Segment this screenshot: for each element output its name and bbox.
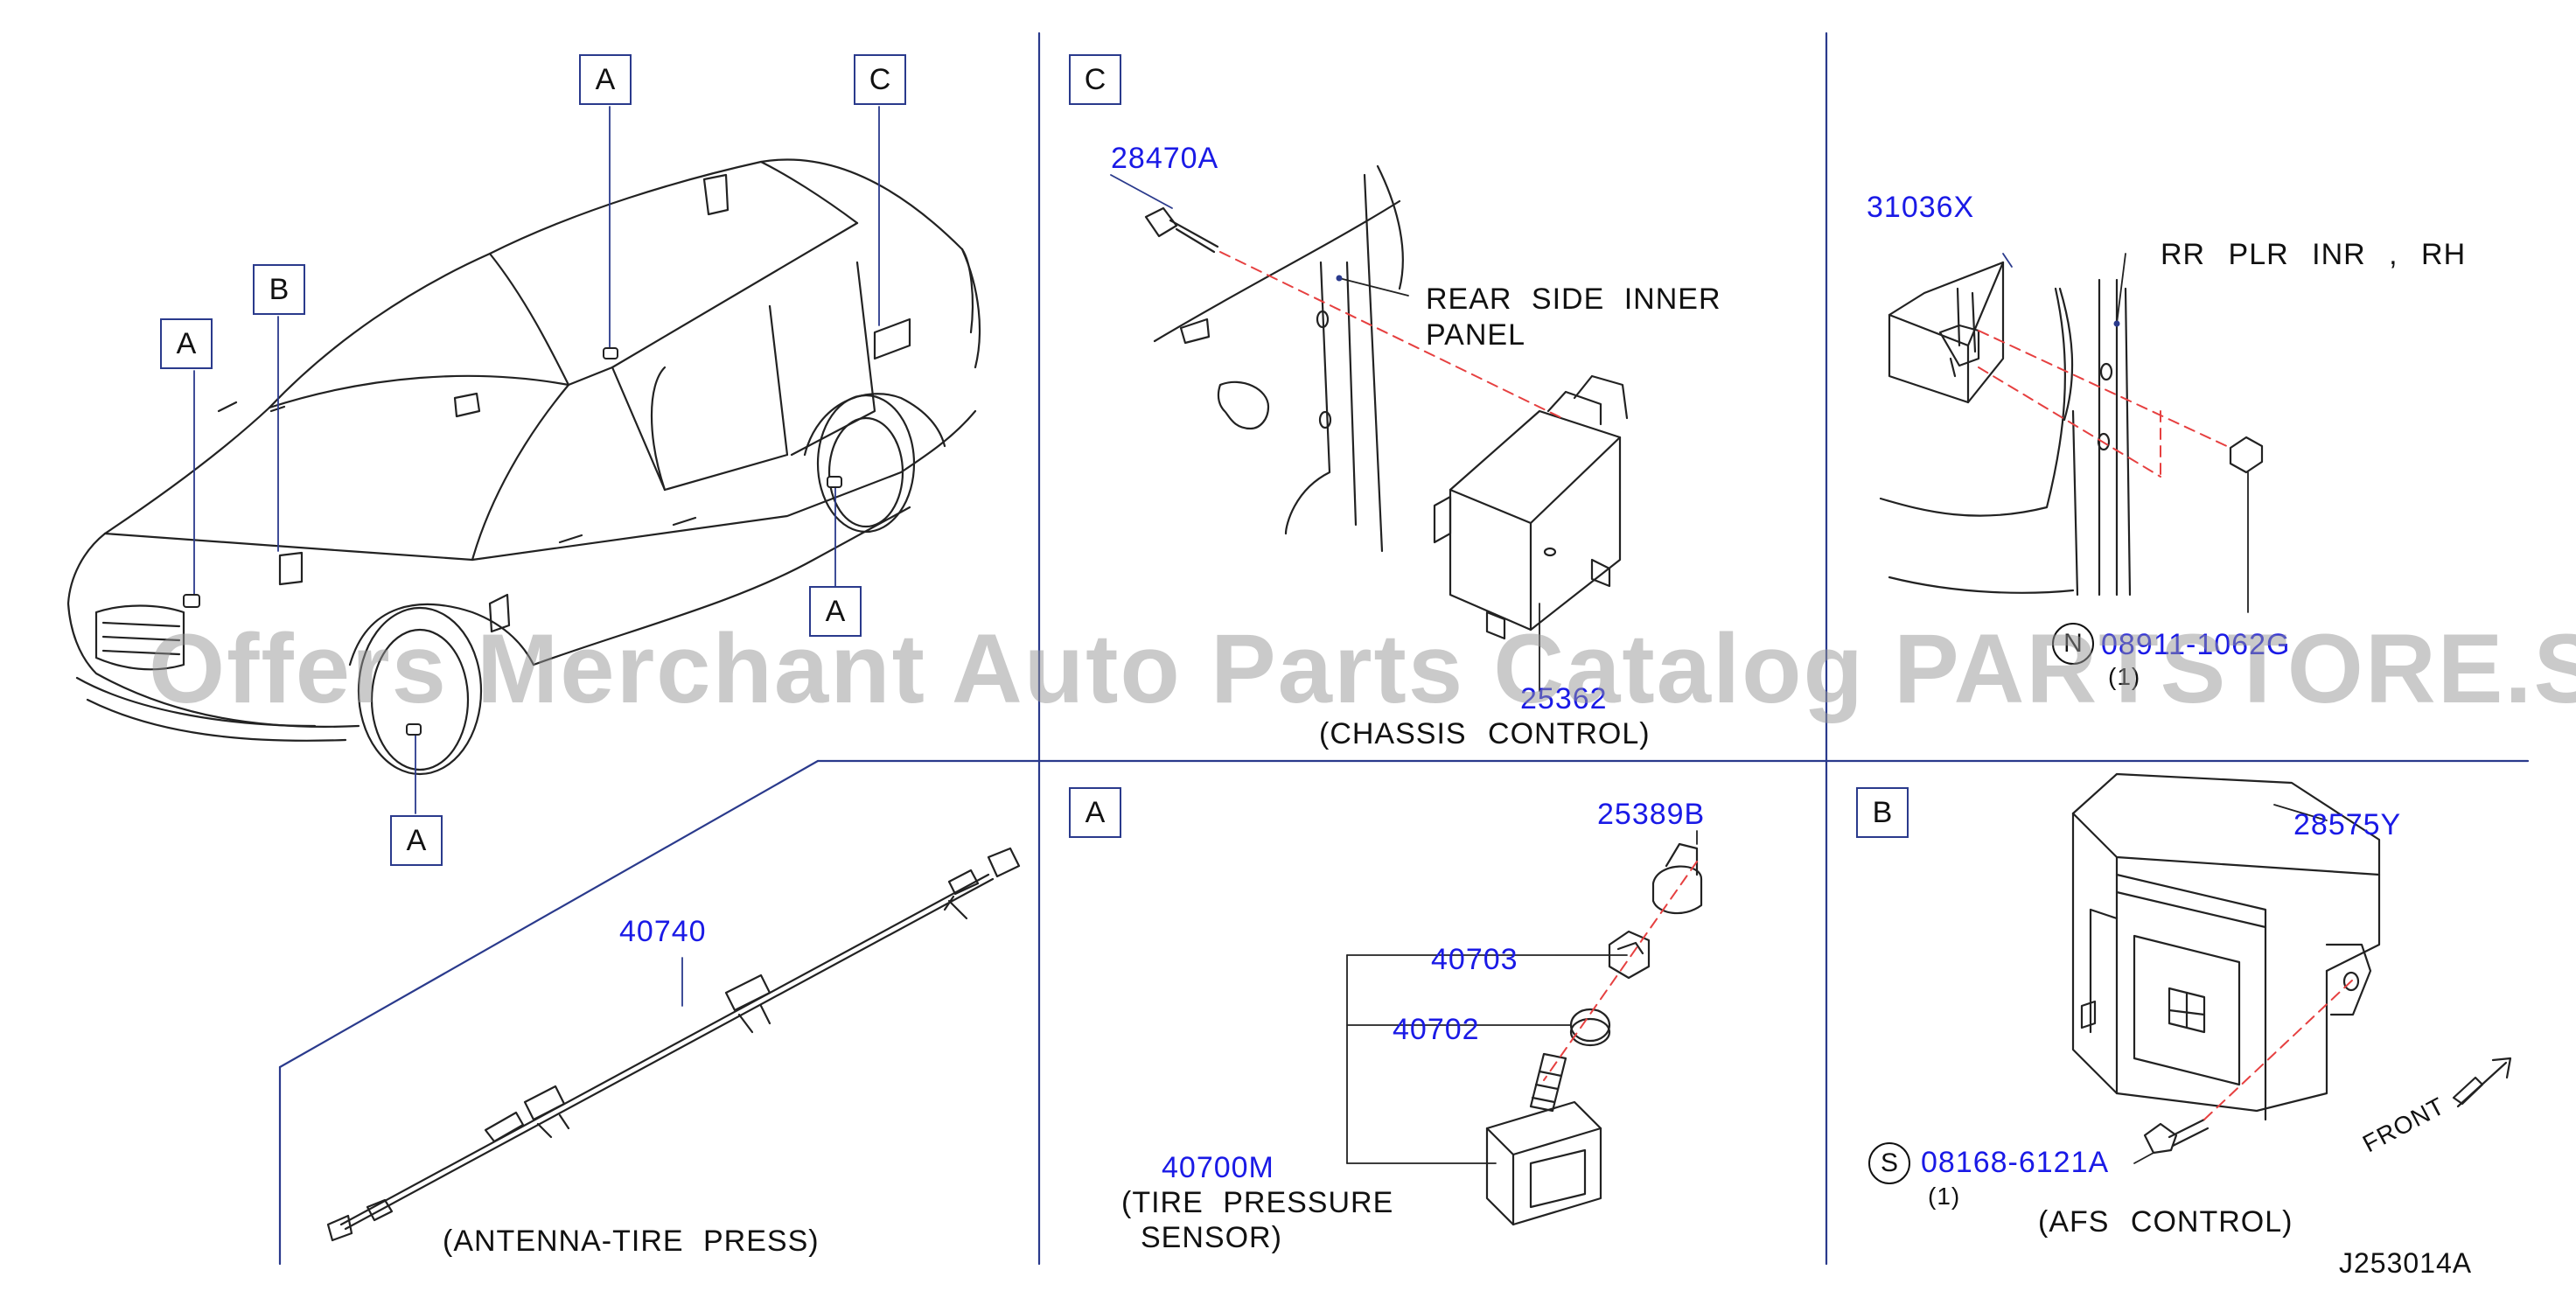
section-b-dash	[2203, 979, 2354, 1120]
panel-label-line2: PANEL	[1426, 318, 1525, 352]
pillar-label: RR PLR INR , RH	[2161, 238, 2467, 271]
diagram-code: J253014A	[2339, 1247, 2473, 1279]
section-c-dash	[1219, 251, 1567, 421]
section-label-c: C	[1069, 54, 1121, 105]
part-number-40702[interactable]: 40702	[1393, 1013, 1480, 1046]
part-number-chassis-control[interactable]: 25362	[1520, 682, 1608, 715]
callout-b[interactable]: B	[253, 264, 305, 315]
section-label-b: B	[1856, 787, 1909, 838]
callout-c[interactable]: C	[854, 54, 906, 105]
screw-quantity: (1)	[1928, 1183, 1961, 1210]
part-number-08168-6121a[interactable]: 08168-6121A	[1921, 1146, 2110, 1179]
caption-afs-control: (AFS CONTROL)	[2038, 1205, 2293, 1239]
part-number-40703[interactable]: 40703	[1431, 943, 1518, 976]
section-rr-leaders	[2002, 253, 2249, 613]
section-b-linework	[2071, 772, 2512, 1155]
vehicle-callout-targets	[183, 347, 842, 736]
caption-antenna: (ANTENNA-TIRE PRESS)	[443, 1225, 820, 1258]
section-c-linework	[1144, 164, 1629, 640]
antenna-harness-linework	[326, 847, 1021, 1242]
section-a-leaders	[1346, 830, 1698, 1164]
section-a-dash	[1543, 861, 1698, 1081]
caption-chassis-control: (CHASSIS CONTROL)	[1319, 717, 1651, 750]
watermark: Offers Merchant Auto Parts Catalog PARTS…	[149, 614, 2576, 723]
part-number-40740[interactable]: 40740	[619, 915, 707, 948]
section-rr-linework	[1879, 261, 2264, 597]
vehicle-outline	[66, 158, 981, 776]
part-number-28575y[interactable]: 28575Y	[2293, 808, 2402, 841]
section-a-linework	[1485, 842, 1703, 1226]
section-c-leaders	[1110, 174, 1540, 692]
fastener-symbol-n: N	[2052, 623, 2094, 665]
callout-a-rear[interactable]: A	[809, 586, 862, 637]
part-number-fastener-n[interactable]: 08911-1062G	[2101, 628, 2291, 661]
part-number-40700m[interactable]: 40700M	[1162, 1151, 1274, 1184]
part-number-25389b[interactable]: 25389B	[1597, 798, 1706, 831]
section-rr-dash	[1978, 330, 2231, 478]
section-b-leaders	[2133, 804, 2328, 1164]
part-number-31036x[interactable]: 31036X	[1867, 191, 1975, 224]
callout-a-front[interactable]: A	[390, 815, 443, 866]
vehicle-callout-leaders	[193, 106, 880, 814]
caption-sensor-line2: SENSOR)	[1141, 1221, 1282, 1254]
fastener-quantity: (1)	[2108, 663, 2141, 690]
section-dividers	[278, 31, 2530, 1266]
caption-sensor-line1: (TIRE PRESSURE	[1121, 1186, 1394, 1219]
callout-a-left[interactable]: A	[160, 318, 213, 369]
section-label-a: A	[1069, 787, 1121, 838]
part-number-28470a[interactable]: 28470A	[1111, 142, 1219, 175]
callout-a-top[interactable]: A	[579, 54, 632, 105]
screw-symbol-s: S	[1868, 1142, 1910, 1184]
panel-label-line1: REAR SIDE INNER	[1426, 283, 1721, 316]
